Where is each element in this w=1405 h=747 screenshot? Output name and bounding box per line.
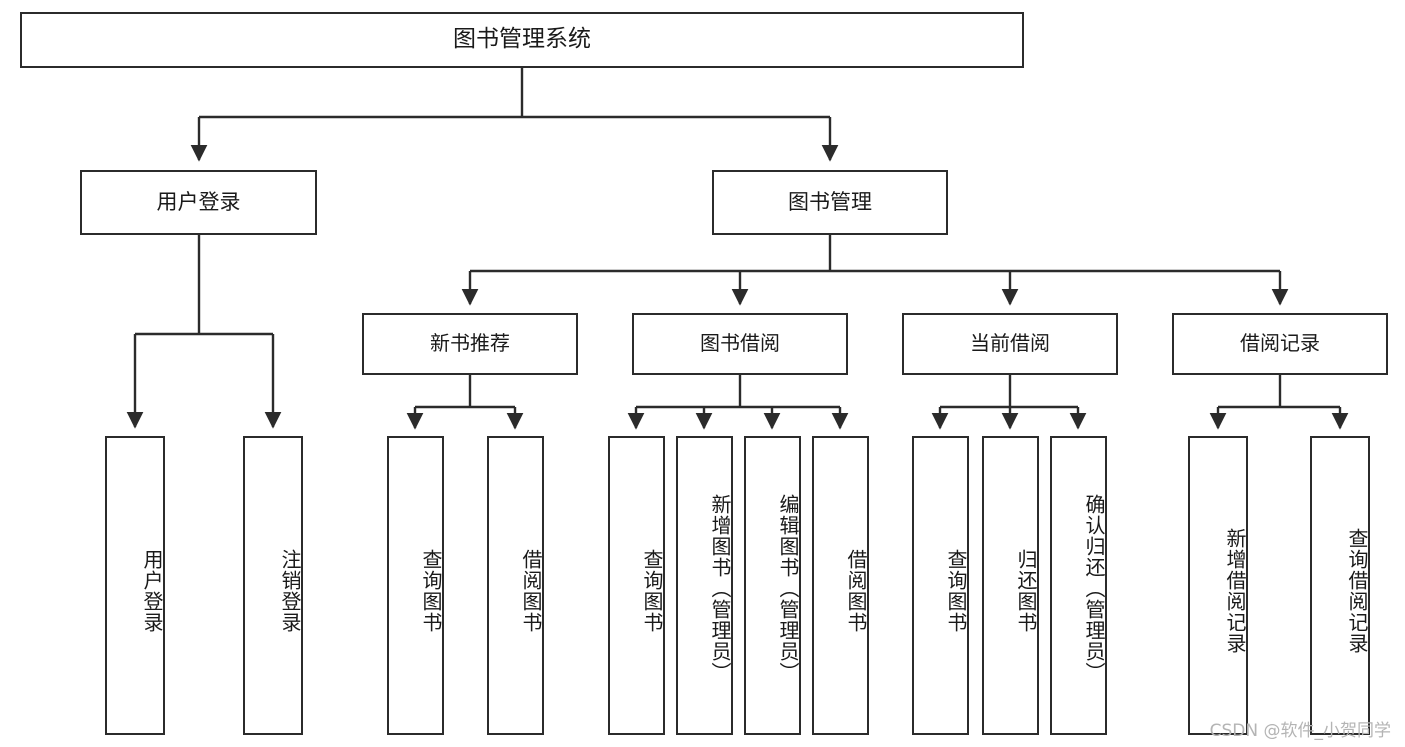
leaf-query-book-newbook-label: 查询图书 [419,548,443,633]
node-current-borrow[interactable]: 当前借阅 [902,313,1118,375]
leaf-add-book-admin-label: 新增图书（管理员） [708,494,732,683]
leaf-query-book-borrow[interactable]: 查询图书 [608,436,665,735]
node-new-book-recommend-label: 新书推荐 [430,331,510,356]
leaf-edit-book-admin-label: 编辑图书（管理员） [776,494,800,683]
node-book-borrow[interactable]: 图书借阅 [632,313,848,375]
leaf-query-book-current[interactable]: 查询图书 [912,436,969,735]
node-current-borrow-label: 当前借阅 [970,331,1050,356]
node-book-management-label: 图书管理 [788,190,872,215]
node-borrow-record-label: 借阅记录 [1240,331,1320,356]
leaf-edit-book-admin[interactable]: 编辑图书（管理员） [744,436,801,735]
leaf-query-borrow-record[interactable]: 查询借阅记录 [1310,436,1370,735]
leaf-borrow-book-label: 借阅图书 [844,548,868,633]
leaf-borrow-book-newbook-label: 借阅图书 [519,548,543,633]
leaf-confirm-return-admin[interactable]: 确认归还（管理员） [1050,436,1107,735]
watermark: CSDN @软件_小贺同学 [1209,721,1391,741]
leaf-return-book[interactable]: 归还图书 [982,436,1039,735]
leaf-query-borrow-record-label: 查询借阅记录 [1345,527,1369,654]
leaf-query-book-current-label: 查询图书 [944,548,968,633]
leaf-add-book-admin[interactable]: 新增图书（管理员） [676,436,733,735]
node-new-book-recommend[interactable]: 新书推荐 [362,313,578,375]
leaf-add-borrow-record-label: 新增借阅记录 [1223,527,1247,654]
node-user-login[interactable]: 用户登录 [80,170,317,235]
node-root[interactable]: 图书管理系统 [20,12,1024,68]
node-root-label: 图书管理系统 [453,26,591,53]
leaf-user-login[interactable]: 用户登录 [105,436,165,735]
node-book-management[interactable]: 图书管理 [712,170,948,235]
node-book-borrow-label: 图书借阅 [700,331,780,356]
leaf-query-book-newbook[interactable]: 查询图书 [387,436,444,735]
leaf-query-book-borrow-label: 查询图书 [640,548,664,633]
leaf-user-login-label: 用户登录 [140,548,164,633]
leaf-add-borrow-record[interactable]: 新增借阅记录 [1188,436,1248,735]
node-borrow-record[interactable]: 借阅记录 [1172,313,1388,375]
leaf-logout-label: 注销登录 [278,548,302,633]
leaf-confirm-return-admin-label: 确认归还（管理员） [1082,494,1106,683]
leaf-logout[interactable]: 注销登录 [243,436,303,735]
leaf-borrow-book[interactable]: 借阅图书 [812,436,869,735]
node-user-login-label: 用户登录 [156,190,241,215]
leaf-return-book-label: 归还图书 [1014,548,1038,633]
leaf-borrow-book-newbook[interactable]: 借阅图书 [487,436,544,735]
